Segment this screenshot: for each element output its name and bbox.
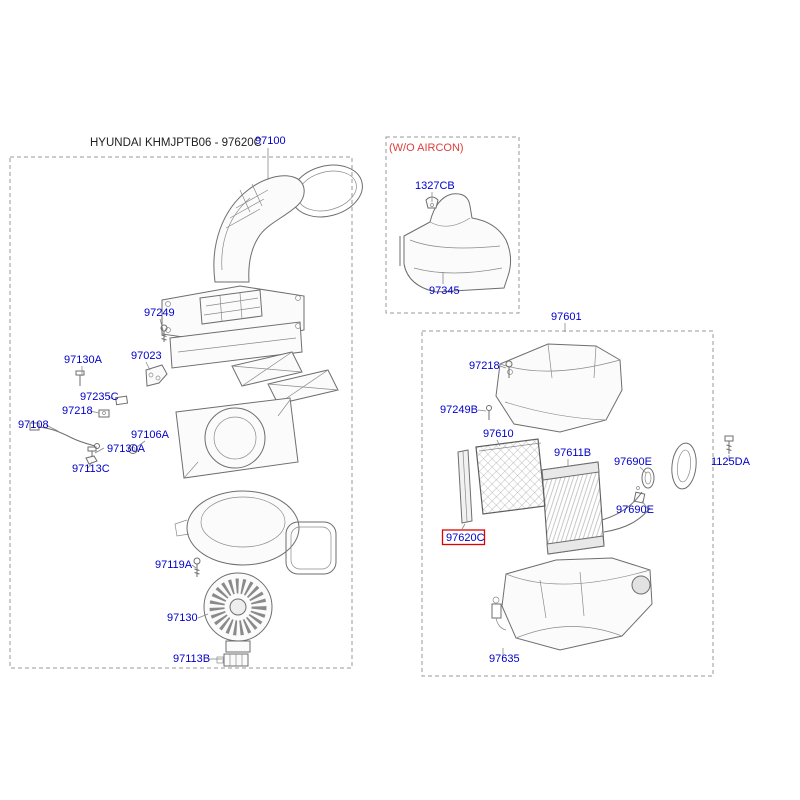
part-label-97635[interactable]: 97635 bbox=[489, 653, 520, 665]
part-label-97130A[interactable]: 97130A bbox=[64, 354, 103, 366]
part-label-97218-left[interactable]: 97218 bbox=[62, 405, 93, 417]
blower-assembly-box bbox=[9, 156, 353, 669]
cabin-filter-drawing bbox=[475, 438, 546, 515]
pipe-grommet-drawing bbox=[633, 467, 655, 504]
intake-duct-drawing bbox=[213, 164, 363, 283]
part-label-97113C[interactable]: 97113C bbox=[72, 463, 110, 475]
part-label-97690E-2[interactable]: 97690E bbox=[616, 504, 654, 516]
mounting-bolt-drawing bbox=[724, 435, 734, 454]
part-label-97620C-highlighted[interactable]: 97620C bbox=[446, 532, 485, 544]
scroll-housing-drawing bbox=[174, 490, 300, 566]
part-label-97345[interactable]: 97345 bbox=[429, 285, 460, 297]
wo-aircon-duct-drawing bbox=[399, 193, 512, 293]
hardware-left-drawing bbox=[29, 324, 201, 577]
highlighted-part-box[interactable] bbox=[441, 529, 486, 546]
inlet-plate-drawing bbox=[175, 397, 299, 479]
part-label-97218-right[interactable]: 97218 bbox=[469, 360, 500, 372]
oval-seal-pad-drawing bbox=[671, 442, 697, 490]
part-label-1125DA[interactable]: 1125DA bbox=[711, 456, 751, 468]
part-label-97119A[interactable]: 97119A bbox=[155, 559, 193, 571]
upper-housing-drawing bbox=[161, 285, 305, 369]
part-label-97113B[interactable]: 97113B bbox=[173, 653, 210, 665]
gasket-frame-drawing bbox=[285, 521, 337, 575]
heater-unit-box bbox=[421, 330, 714, 677]
heater-upper-case-drawing bbox=[486, 343, 623, 433]
part-label-1327CB[interactable]: 1327CB bbox=[415, 180, 455, 192]
diagram-title: HYUNDAI KHMJPTB06 - 97620C bbox=[90, 137, 262, 149]
part-label-97249[interactable]: 97249 bbox=[144, 307, 175, 319]
wo-aircon-box bbox=[385, 136, 520, 314]
part-label-97108[interactable]: 97108 bbox=[18, 419, 49, 431]
part-label-97611B[interactable]: 97611B bbox=[554, 447, 591, 459]
part-label-97106A[interactable]: 97106A bbox=[131, 429, 170, 441]
blower-motor-drawing bbox=[203, 572, 273, 653]
part-label-97610[interactable]: 97610 bbox=[483, 428, 514, 440]
part-label-97249B[interactable]: 97249B bbox=[440, 404, 478, 416]
part-label-97023[interactable]: 97023 bbox=[131, 350, 162, 362]
heater-lower-case-drawing bbox=[491, 557, 653, 651]
part-label-97100[interactable]: 97100 bbox=[255, 135, 286, 147]
filter-door-panels-drawing bbox=[231, 351, 339, 405]
filter-seal-strip-drawing bbox=[457, 449, 473, 524]
part-label-97235C[interactable]: 97235C bbox=[80, 391, 119, 403]
evaporator-core-drawing bbox=[541, 461, 651, 555]
part-label-97601[interactable]: 97601 bbox=[551, 311, 582, 323]
part-label-97690E-1[interactable]: 97690E bbox=[614, 456, 652, 468]
part-label-97130A-2[interactable]: 97130A bbox=[107, 443, 146, 455]
leader-lines bbox=[45, 148, 730, 660]
part-label-97130[interactable]: 97130 bbox=[167, 612, 198, 624]
motor-resistor-drawing bbox=[216, 653, 249, 667]
wo-aircon-note: (W/O AIRCON) bbox=[389, 142, 464, 154]
